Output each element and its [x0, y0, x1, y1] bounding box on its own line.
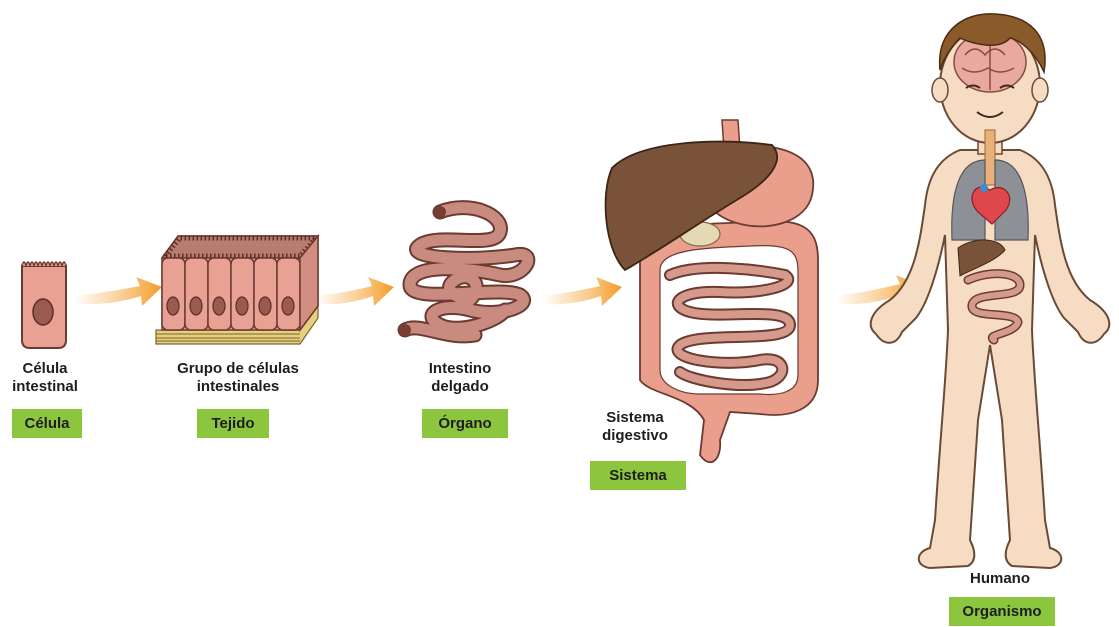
- intestine-illustration: [399, 206, 528, 336]
- arrow-icon: [74, 277, 162, 306]
- level-badge-organism: Organismo: [949, 597, 1055, 626]
- human-illustration: [871, 14, 1110, 568]
- arrow-icon: [316, 277, 394, 306]
- tissue-illustration: [156, 236, 318, 344]
- level-badge-organ: Órgano: [422, 409, 508, 438]
- cell-illustration: [22, 262, 66, 348]
- level-badge-system: Sistema: [590, 461, 686, 490]
- level-badge-tissue: Tejido: [197, 409, 269, 438]
- caption-organism: Humano: [950, 570, 1050, 588]
- arrow-icon: [542, 277, 622, 306]
- level-badge-cell: Célula: [12, 409, 82, 438]
